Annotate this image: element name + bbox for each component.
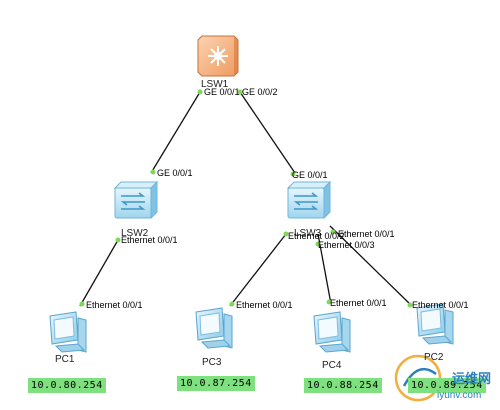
device-name-lsw3: LSW3 (294, 228, 322, 239)
port-label: Ethernet 0/0/1 (121, 235, 178, 245)
port-dot (290, 171, 296, 177)
port-dot (197, 89, 203, 95)
switch-icon[interactable] (113, 180, 159, 220)
watermark-text: 运维网 (452, 372, 492, 387)
link-lsw3-pc4[interactable] (317, 233, 332, 305)
port-label: Ethernet 0/0/2 (288, 231, 345, 241)
port-label: Ethernet 0/0/1 (412, 300, 469, 310)
port-label: Ethernet 0/0/3 (318, 240, 375, 250)
pc-icon[interactable] (49, 311, 87, 353)
port-label: GE 0/0/2 (242, 87, 278, 97)
device-name-pc4: PC4 (322, 360, 342, 371)
device-name-lsw2: LSW2 (121, 228, 149, 239)
port-label: GE 0/0/1 (157, 168, 193, 178)
port-dot (115, 237, 121, 243)
link-lsw1-lsw2[interactable] (150, 91, 201, 174)
port-dot (330, 229, 336, 235)
port-label: Ethernet 0/0/1 (330, 298, 387, 308)
link-lsw3-pc2[interactable] (329, 225, 413, 307)
port-label: Ethernet 0/0/1 (236, 300, 293, 310)
port-label: Ethernet 0/0/1 (86, 300, 143, 310)
link-lsw2-pc1[interactable] (79, 239, 119, 307)
device-name-pc3: PC3 (202, 357, 222, 368)
port-dot (150, 169, 156, 175)
port-dot (407, 302, 413, 308)
ip-address-label: 10.0.88.254 (304, 378, 382, 393)
pc-icon[interactable] (313, 311, 351, 353)
links (79, 91, 413, 307)
ip-address-label: 10.0.89.254 (408, 378, 486, 393)
pc-icon[interactable] (416, 303, 454, 345)
switch-icon[interactable] (286, 180, 332, 220)
ip-address-label: 10.0.87.254 (177, 376, 255, 391)
port-dot (229, 301, 235, 307)
device-name-lsw1: LSW1 (201, 79, 229, 90)
port-dot (326, 299, 332, 305)
port-label: GE 0/0/1 (292, 170, 328, 180)
ip-address-label: 10.0.80.254 (28, 378, 106, 393)
link-lsw1-lsw3[interactable] (239, 91, 296, 174)
port-dot (79, 301, 85, 307)
watermark-domain: iyunv.com (437, 390, 482, 401)
port-label: Ethernet 0/0/1 (338, 229, 395, 239)
core-switch-icon[interactable] (197, 35, 239, 77)
port-label: GE 0/0/1 (204, 87, 240, 97)
port-dot (315, 241, 321, 247)
link-lsw3-pc3[interactable] (229, 233, 287, 307)
port-dots (79, 89, 413, 308)
port-dot (283, 231, 289, 237)
device-name-pc1: PC1 (55, 354, 75, 365)
device-name-pc2: PC2 (424, 352, 444, 363)
pc-icon[interactable] (195, 307, 233, 349)
port-dot (237, 89, 243, 95)
